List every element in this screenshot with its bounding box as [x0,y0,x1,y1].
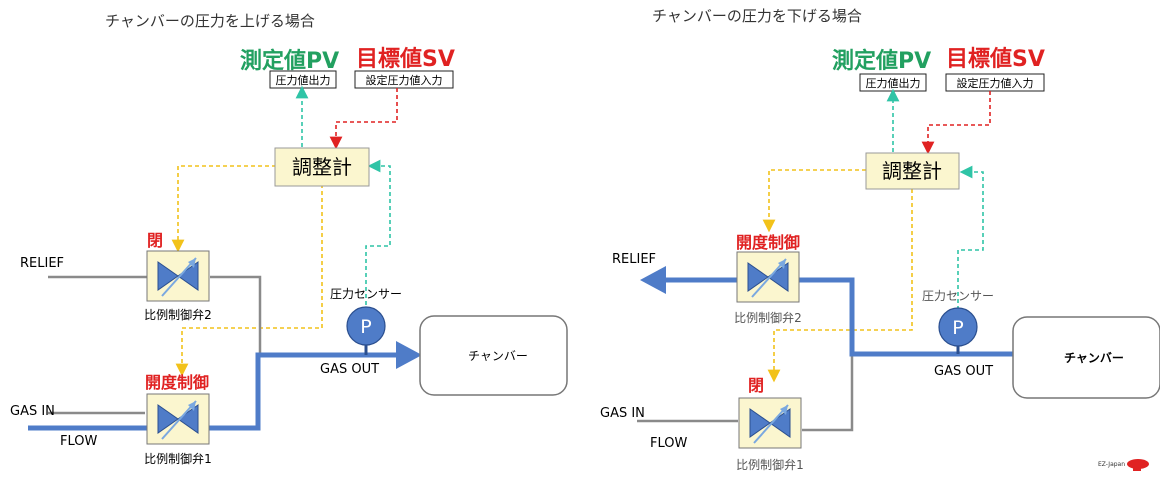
logo-gondola [1133,468,1141,471]
gas-in-branch-pipe [802,352,854,432]
gas-out-label: GAS OUT [320,362,379,377]
valve2-name: 比例制御弁2 [144,307,212,322]
relief-label: RELIEF [20,256,64,271]
sensor-signal-line [957,165,984,310]
gas-in-label: GAS IN [10,404,55,419]
pv-label: 測定値PV [240,48,339,74]
gas-flow-arrowhead [640,266,666,294]
valve1-signal-line [175,184,323,377]
relief-label: RELIEF [612,252,656,267]
valve2 [146,250,210,302]
sensor-symbol: P [360,316,371,338]
flow-label: FLOW [60,434,97,449]
sv-label: 目標値SV [356,47,455,72]
pv-output-label: 圧力値出力 [866,76,921,90]
logo-blimp [1127,459,1149,469]
valve2-signal-line [762,169,866,233]
gas-in-label: GAS IN [600,406,645,421]
logo-text: EZ-Japan [1098,461,1125,468]
panel-title: チャンバーの圧力を上げる場合 [105,12,315,30]
valve1-name: 比例制御弁1 [736,457,804,472]
valve1-state: 開度制御 [145,373,209,392]
sv-input-box [945,73,1045,92]
sensor-label: 圧力センサー [330,287,402,301]
chamber [419,315,568,396]
sv-input-label: 設定圧力値入力 [957,76,1034,90]
chamber [1012,316,1160,399]
sv-input-label: 設定圧力値入力 [366,73,443,87]
relief-branch-pipe [210,275,262,356]
ez-japan-logo: EZ-Japan [1098,459,1149,471]
valve2-signal-line [171,165,276,253]
pv-label: 測定値PV [832,48,931,74]
valve1-name: 比例制御弁1 [144,451,212,466]
sensor-signal-line [365,159,391,312]
valve1-signal-line [767,189,913,383]
valve2-name: 比例制御弁2 [734,310,802,325]
pressure-sensor [346,306,386,346]
gas-out-label: GAS OUT [934,364,993,379]
valve2-state: 開度制御 [736,233,800,252]
sv-input-box [354,70,454,89]
sv-signal-line [921,91,991,155]
gas-flow-path [28,352,398,431]
flow-label: FLOW [650,436,687,451]
panel-title: チャンバーの圧力を下げる場合 [652,7,862,25]
sv-label: 目標値SV [946,47,1045,72]
pressure-sensor [938,307,978,347]
chamber-label: チャンバー [468,349,528,363]
sensor-symbol: P [952,317,963,339]
valve2-state: 閉 [147,231,163,250]
sv-signal-line [329,88,398,150]
panel-decrease-pressure: チャンバーの圧力を下げる場合 測定値PV 目標値SV 圧力値出力 設定圧力値入力… [600,7,1160,472]
valve1 [738,397,802,449]
controller-label: 調整計 [882,159,942,183]
chamber-label: チャンバー [1064,351,1124,365]
controller-box [865,152,960,190]
panel-increase-pressure: チャンバーの圧力を上げる場合 測定値PV 目標値SV 圧力値出力 設定圧力値入力… [10,12,568,466]
valve1-state: 閉 [748,376,764,395]
sensor-label: 圧力センサー [922,289,994,303]
controller-box [274,147,370,187]
pv-output-label: 圧力値出力 [276,73,331,87]
valve1 [146,393,210,445]
controller-label: 調整計 [292,155,352,179]
valve2 [736,251,800,303]
gas-flow-arrowhead [396,341,422,369]
